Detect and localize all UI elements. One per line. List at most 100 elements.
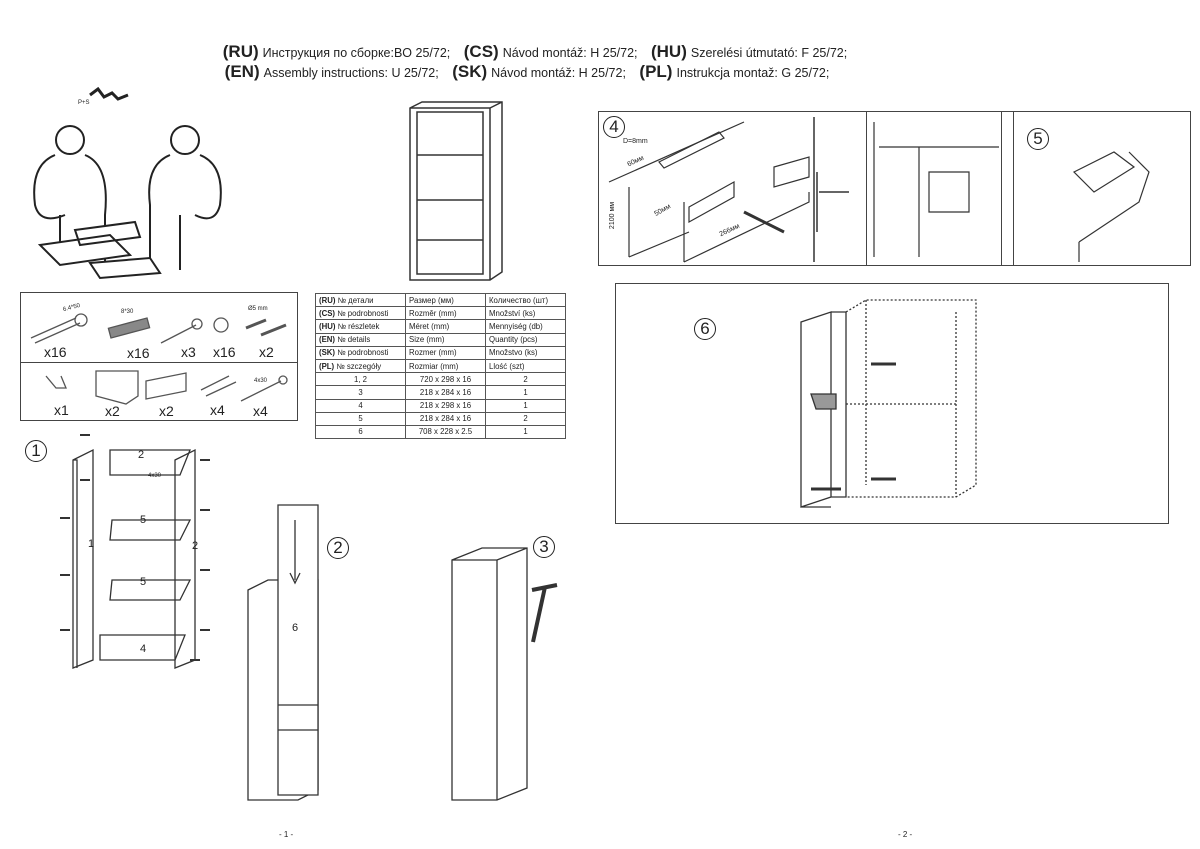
table-cell: 218 x 284 x 16 xyxy=(405,385,486,400)
part-qty: x3 xyxy=(181,344,196,360)
part-label: Ø5 mm xyxy=(248,306,268,312)
divider xyxy=(21,362,297,363)
step-3-marker: 3 xyxy=(533,536,555,558)
lang-code: (RU) xyxy=(222,42,259,61)
part-number-header: (EN) № details xyxy=(315,332,406,347)
header-line-2: (EN)Assembly instructions: U 25/72; (SK)… xyxy=(0,62,1052,82)
step-6-hanging-panel: 6 xyxy=(615,283,1169,524)
table-cell: 6 xyxy=(315,424,406,440)
drill-icon xyxy=(810,393,837,410)
shelf-label: 5 xyxy=(140,576,147,588)
hardware-parts-box: 6.4*50 8*30 Ø5 mm 4x30 x16 x16 x3 x16 x2… xyxy=(20,292,298,421)
header-line-1: (RU)Инструкция по сборке:BO 25/72; (CS)N… xyxy=(0,42,1060,62)
panel-1-label: 1 xyxy=(88,538,95,550)
part-qty: x2 xyxy=(259,344,274,360)
step-6-marker: 6 xyxy=(694,318,716,340)
size-header: Размер (мм) xyxy=(405,292,486,308)
table-cell: 1, 2 xyxy=(315,372,406,387)
table-cell: 1 xyxy=(485,385,566,400)
step-2-back-panel xyxy=(247,504,319,801)
wood-screw-icon xyxy=(240,380,282,402)
screwdriver-icon xyxy=(743,210,785,234)
table-cell: 5 xyxy=(315,411,406,426)
part-qty: x4 xyxy=(253,403,268,419)
part-qty: x16 xyxy=(213,344,236,360)
rail-icon xyxy=(145,372,187,400)
lang-code: (CS) xyxy=(463,42,499,61)
two-people-illustration xyxy=(33,86,222,280)
part-qty: x16 xyxy=(44,344,67,360)
part-number-header: (RU) № детали xyxy=(315,292,406,308)
part-qty: x2 xyxy=(105,403,120,419)
header-text: Návod montáž: H 25/72; xyxy=(491,66,626,80)
step-4-marker: 4 xyxy=(603,116,625,138)
size-header: Size (mm) xyxy=(405,332,486,347)
size-header: Méret (mm) xyxy=(405,319,486,334)
screw-head-icon xyxy=(74,313,88,327)
quantity-header: Quantity (pcs) xyxy=(485,332,566,347)
bracket-icon xyxy=(95,370,139,405)
page-number-2: - 2 - xyxy=(898,830,913,839)
header-text: Assembly instructions: U 25/72; xyxy=(263,66,439,80)
part-number-header: (SK) № podrobnosti xyxy=(315,345,406,360)
quantity-header: Množstvo (ks) xyxy=(485,345,566,360)
table-cell: 708 x 228 x 2.5 xyxy=(405,424,486,440)
table-cell: 218 x 298 x 16 xyxy=(405,398,486,413)
header-text: Инструкция по сборке:BO 25/72; xyxy=(262,46,451,60)
cabinet-overview-drawing xyxy=(409,101,503,281)
table-cell: 2 xyxy=(485,411,566,426)
table-cell: 2 xyxy=(485,372,566,387)
table-cell: 1 xyxy=(485,398,566,413)
table-cell: 3 xyxy=(315,385,406,400)
lang-code: (PL) xyxy=(639,62,673,81)
step-1-marker: 1 xyxy=(25,440,47,462)
step-3-cabinet-hammer xyxy=(451,547,558,801)
table-cell: 1 xyxy=(485,424,566,440)
nail-icon xyxy=(160,324,197,344)
wall-mount-diagram xyxy=(608,117,1150,263)
quantity-header: Llość (szt) xyxy=(485,358,566,374)
size-header: Rozmer (mm) xyxy=(405,345,486,360)
spirit-level-icon xyxy=(658,131,725,169)
table-cell: 218 x 284 x 16 xyxy=(405,411,486,426)
part-number-header: (CS) № podrobnosti xyxy=(315,306,406,321)
top-panel-label: 2 xyxy=(138,449,145,461)
part-qty: x16 xyxy=(127,345,150,361)
header-text: Návod montáž: H 25/72; xyxy=(502,46,638,60)
anchor-screw-icon xyxy=(200,375,237,397)
height-2100-label: 2100 мм xyxy=(609,201,617,230)
back-panel-label: 6 xyxy=(292,622,299,634)
part-qty: x1 xyxy=(54,402,69,418)
part-label: 8*30 xyxy=(121,309,134,315)
drill-diameter-label: D=8mm xyxy=(623,138,648,145)
size-header: Rozměr (mm) xyxy=(405,306,486,321)
cap-icon xyxy=(213,317,229,333)
step-2-marker: 2 xyxy=(327,537,349,559)
size-header: Rozmiar (mm) xyxy=(405,358,486,374)
part-label: 4x30 xyxy=(254,378,268,384)
rail-icon xyxy=(688,156,810,224)
hex-key-icon xyxy=(45,375,67,389)
part-qty: x2 xyxy=(159,403,174,419)
header-text: Szerelési útmutató: F 25/72; xyxy=(690,46,848,60)
step-4-wall-mounting-panel: 4 5 D=8mm 60мм 50мм 2100 мм 266мм xyxy=(598,111,1191,266)
part-number-header: (HU) № részletek xyxy=(315,319,406,334)
bolt-icon xyxy=(245,318,287,337)
screw-icon xyxy=(30,317,81,344)
lang-code: (HU) xyxy=(650,42,687,61)
lang-code: (SK) xyxy=(452,62,488,81)
cabinet-hanging-diagram xyxy=(800,299,977,508)
dowel-icon xyxy=(107,317,151,339)
part-qty: x4 xyxy=(210,402,225,418)
